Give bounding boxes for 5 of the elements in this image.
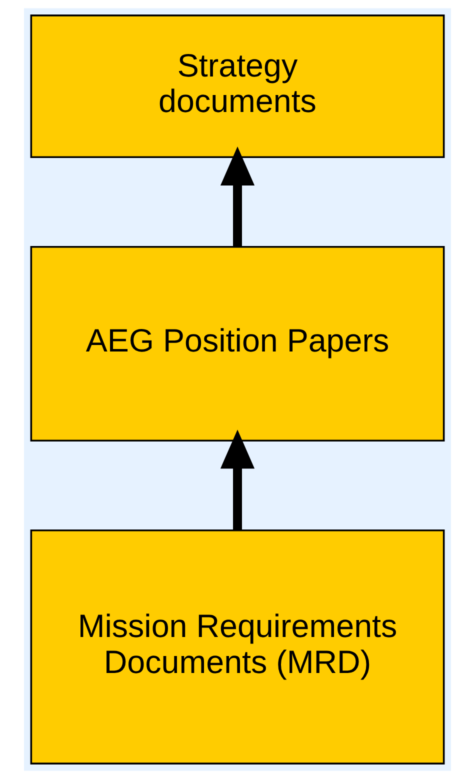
arrow: [220, 146, 254, 247]
node-box: Strategy documents: [30, 14, 444, 158]
node-box: Mission Requirements Documents (MRD): [30, 529, 444, 764]
arrow: [220, 430, 254, 530]
node-box: AEG Position Papers: [30, 246, 444, 442]
